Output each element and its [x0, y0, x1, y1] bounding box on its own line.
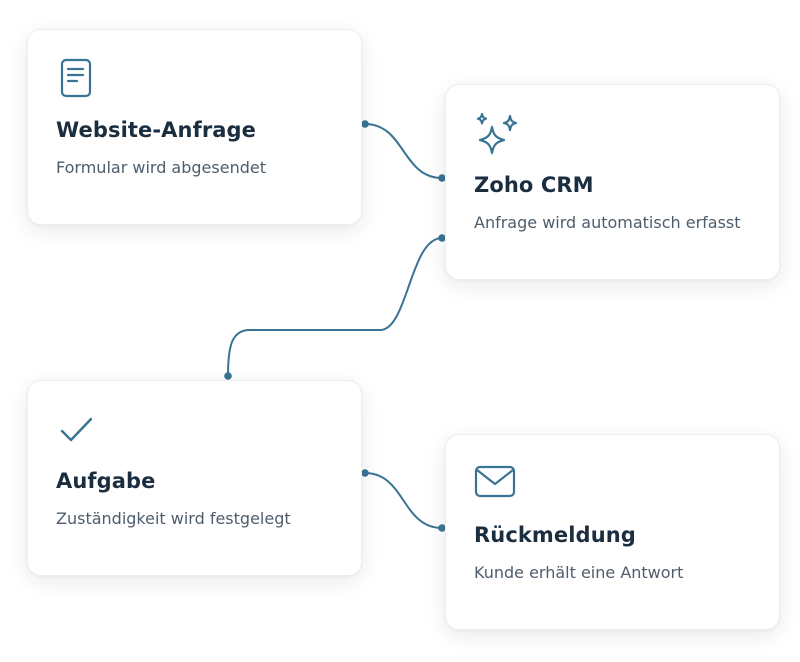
card-title: Rückmeldung — [474, 523, 636, 547]
card-description: Anfrage wird automatisch erfasst — [474, 213, 741, 232]
connector-dot-task-in — [224, 372, 232, 380]
checkmark-icon — [56, 409, 96, 449]
card-feedback: Rückmeldung Kunde erhält eine Antwort — [445, 434, 780, 630]
card-title: Zoho CRM — [474, 173, 594, 197]
card-description: Formular wird abgesendet — [56, 158, 266, 177]
card-website-request: Website-Anfrage Formular wird abgesendet — [27, 29, 362, 225]
connector-dot-task-out — [361, 469, 369, 477]
envelope-icon — [474, 463, 516, 503]
card-description: Zuständigkeit wird festgelegt — [56, 509, 291, 528]
document-icon — [56, 58, 96, 98]
card-title: Aufgabe — [56, 469, 156, 493]
card-title: Website-Anfrage — [56, 118, 257, 142]
connector-dot-website-out — [361, 120, 369, 128]
card-task: Aufgabe Zuständigkeit wird festgelegt — [27, 380, 362, 576]
sparkles-icon — [474, 113, 518, 155]
connector-website-to-crm — [364, 123, 443, 179]
connector-task-to-feedback — [364, 472, 443, 529]
card-zoho-crm: Zoho CRM Anfrage wird automatisch erfass… — [445, 84, 780, 280]
connector-crm-to-task — [227, 237, 443, 377]
card-description: Kunde erhält eine Antwort — [474, 563, 684, 582]
